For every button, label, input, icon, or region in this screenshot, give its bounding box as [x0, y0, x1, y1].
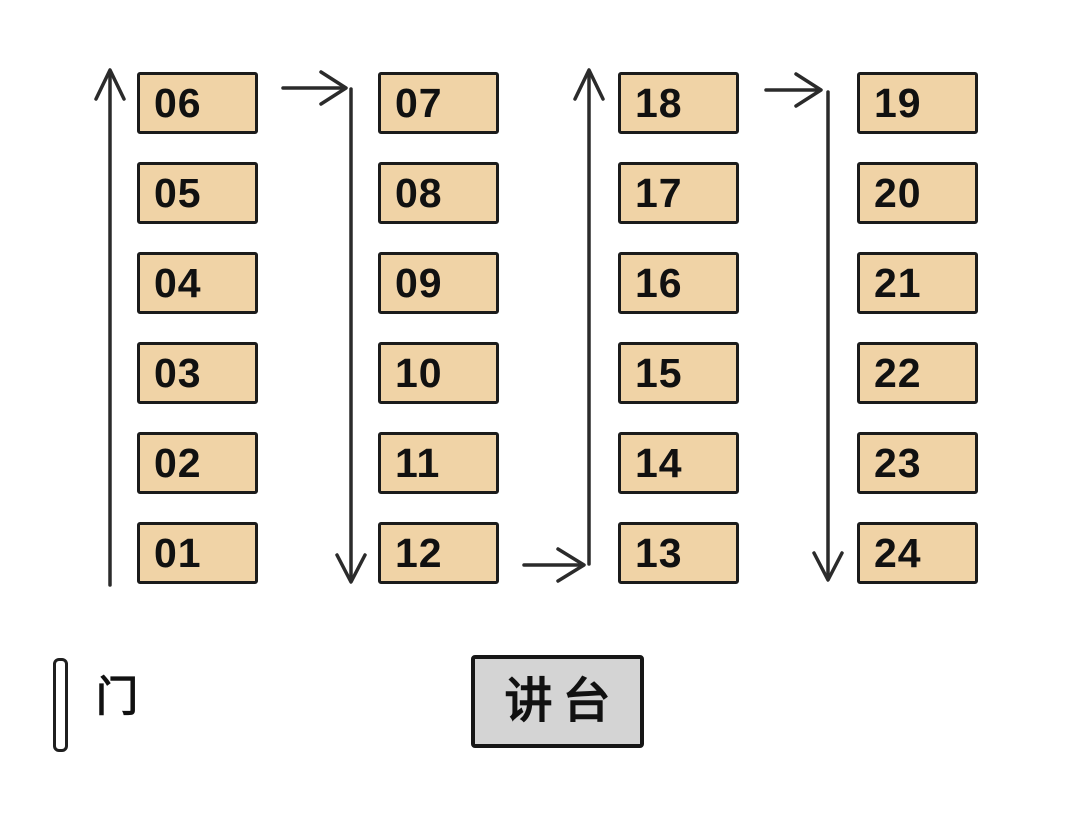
seat-01: 01 — [137, 522, 258, 584]
arrow-up-icon-column-3 — [573, 68, 605, 566]
seat-column-4: 19 20 21 22 23 24 — [857, 72, 978, 584]
arrow-right-icon-connector-top-1-2 — [281, 70, 348, 106]
seat-15: 15 — [618, 342, 739, 404]
seat-12: 12 — [378, 522, 499, 584]
seat-20: 20 — [857, 162, 978, 224]
seat-21: 21 — [857, 252, 978, 314]
seat-18: 18 — [618, 72, 739, 134]
door-label: 门 — [96, 673, 139, 720]
seat-09: 09 — [378, 252, 499, 314]
arrow-right-icon-connector-top-3-4 — [764, 72, 823, 108]
seat-column-2: 07 08 09 10 11 12 — [378, 72, 499, 584]
seat-23: 23 — [857, 432, 978, 494]
seat-11: 11 — [378, 432, 499, 494]
seat-02: 02 — [137, 432, 258, 494]
podium: 讲台 — [471, 655, 644, 748]
seat-column-1: 06 05 04 03 02 01 — [137, 72, 258, 584]
seat-10: 10 — [378, 342, 499, 404]
arrow-right-icon-connector-bottom-2-3 — [522, 547, 586, 583]
seat-column-3: 18 17 16 15 14 13 — [618, 72, 739, 584]
seat-08: 08 — [378, 162, 499, 224]
arrow-down-icon-column-4 — [812, 90, 844, 582]
seat-22: 22 — [857, 342, 978, 404]
podium-label: 讲台 — [504, 674, 621, 728]
seat-04: 04 — [137, 252, 258, 314]
seat-13: 13 — [618, 522, 739, 584]
seat-14: 14 — [618, 432, 739, 494]
arrow-down-icon-column-2 — [335, 87, 367, 584]
seat-16: 16 — [618, 252, 739, 314]
seat-24: 24 — [857, 522, 978, 584]
door-icon — [53, 658, 68, 752]
seat-06: 06 — [137, 72, 258, 134]
seat-17: 17 — [618, 162, 739, 224]
seat-05: 05 — [137, 162, 258, 224]
seat-03: 03 — [137, 342, 258, 404]
arrow-up-icon-column-1 — [94, 68, 126, 587]
seat-19: 19 — [857, 72, 978, 134]
seat-07: 07 — [378, 72, 499, 134]
